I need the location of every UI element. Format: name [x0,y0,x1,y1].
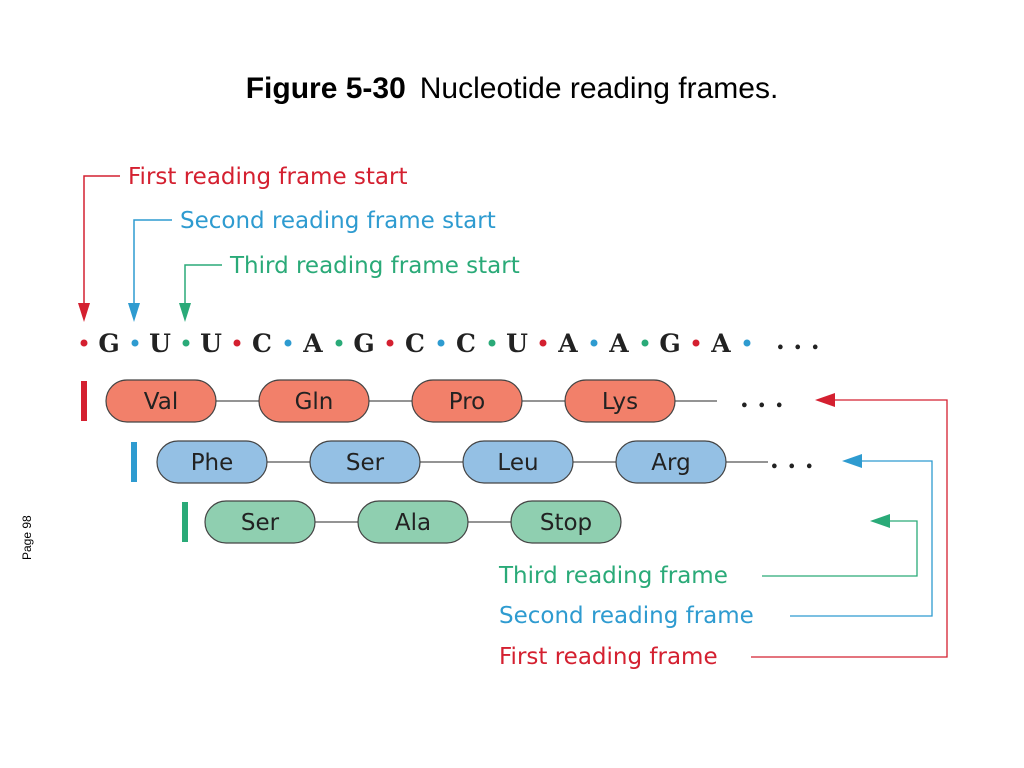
codon-label-lys: Lys [602,389,638,415]
codon-pill [615,440,727,484]
frame-second-ellipsis: . . . [770,445,814,474]
sequence-dot [284,339,292,347]
figure-caption: Nucleotide reading frames. [419,72,779,105]
first-start-arrow-icon [78,303,90,322]
codon-pill [411,379,523,423]
third-start-arrow-icon [179,303,191,322]
nucleotide-c: C [456,329,476,358]
first-start-label: First reading frame start [128,164,407,190]
codon-pill [258,379,370,423]
codon-pill [357,500,469,544]
codon-label-phe: Phe [191,450,234,476]
codon-label-leu: Leu [497,450,538,476]
codon-label-pro: Pro [449,389,486,415]
first-frame-arrow-icon [815,393,835,407]
codon-pill [204,500,316,544]
nucleotide-u: U [200,329,222,358]
nucleotide-g: G [98,329,119,358]
third-frame-connector [762,520,918,577]
first-start-leader-line [83,175,120,305]
codon-pill [564,379,676,423]
sequence-dot [488,339,496,347]
nucleotide-a: A [608,329,629,358]
first-frame-label: First reading frame [499,644,718,670]
codon-label-stop: Stop [540,510,592,536]
nucleotide-a: A [710,329,731,358]
codon-pill [156,440,268,484]
first-frame-row: Val Gln Pro Lys . . . [81,379,784,423]
first-start-indicator: First reading frame start [78,164,407,322]
codon-label-ser: Ser [241,510,280,536]
second-frame-row: Phe Ser Leu Arg . . . [131,440,814,484]
nucleotide-c: C [252,329,272,358]
codon-pill [309,440,421,484]
third-start-leader-line [184,264,222,305]
codon-label-gln: Gln [295,389,334,415]
frame-first-ellipsis: . . . [740,384,784,413]
sequence-dot [131,339,139,347]
codon-pill [462,440,574,484]
nucleotide-u: U [149,329,171,358]
codon-label-ala: Ala [395,510,431,536]
sequence-dot [335,339,343,347]
codon-label-arg: Arg [651,450,690,476]
third-frame-label: Third reading frame [498,563,728,589]
third-frame-row: Ser Ala Stop [182,500,622,544]
frame-second-marker-bar [131,442,137,482]
figure-title: Figure 5-30 Nucleotide reading frames. [0,72,1024,106]
figure-number: Figure 5-30 [245,72,406,105]
third-start-indicator: Third reading frame start [179,253,520,322]
second-start-label: Second reading frame start [180,208,496,234]
codon-pill [105,379,217,423]
second-frame-label-group: Second reading frame [499,454,933,629]
nucleotide-u: U [506,329,528,358]
codon-pill [510,500,622,544]
second-frame-arrow-icon [842,454,862,468]
sequence-dot [539,339,547,347]
sequence-dot [80,339,88,347]
sequence-dot [692,339,700,347]
frame-third-marker-bar [182,502,188,542]
second-start-leader-line [133,219,172,305]
second-start-indicator: Second reading frame start [128,208,496,322]
nucleotide-c: C [405,329,425,358]
sequence-dot [386,339,394,347]
nucleotide-a: A [302,329,323,358]
nucleotide-g: G [353,329,374,358]
second-start-arrow-icon [128,303,140,322]
sequence-dot [590,339,598,347]
sequence-dot [641,339,649,347]
second-frame-label: Second reading frame [499,603,754,629]
codon-label-val: Val [144,389,178,415]
second-frame-connector [790,460,933,617]
codon-label-ser: Ser [346,450,385,476]
nucleotide-a: A [557,329,578,358]
frame-first-marker-bar [81,381,87,421]
third-frame-label-group: Third reading frame [498,514,918,589]
sequence-dot [182,339,190,347]
nucleotide-g: G [659,329,680,358]
first-frame-connector [751,399,948,658]
sequence-dot [437,339,445,347]
third-frame-arrow-icon [870,514,890,528]
sequence-ellipsis: . . . [776,326,820,355]
first-frame-label-group: First reading frame [499,393,948,670]
sequence-dot [743,339,751,347]
sequence-dot [233,339,241,347]
third-start-label: Third reading frame start [229,253,520,279]
